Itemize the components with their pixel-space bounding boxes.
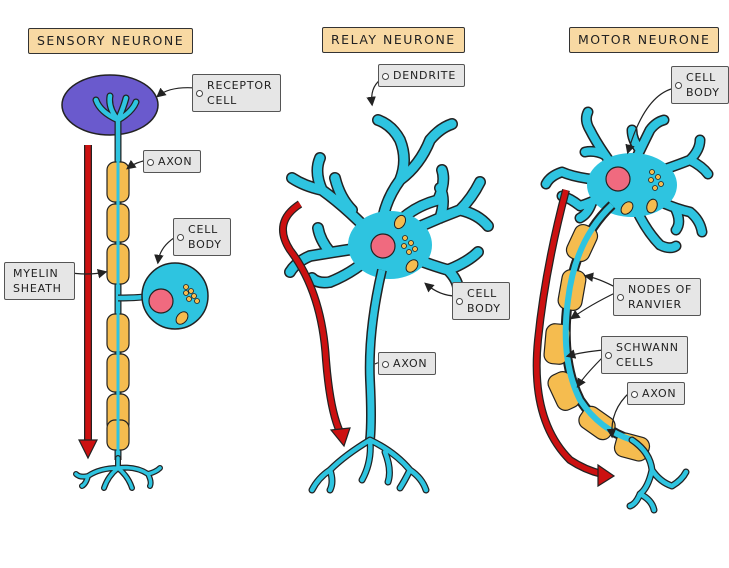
label-pin-icon xyxy=(382,72,389,80)
label-pin-icon xyxy=(147,158,154,166)
label-motor-axon: AXON xyxy=(627,382,686,405)
relay-nucleus xyxy=(370,233,396,259)
title-relay-neurone: RELAY NEURONE xyxy=(322,27,465,53)
label-pin-icon xyxy=(196,90,203,97)
title-sensory-neurone: SENSORY NEURONE xyxy=(28,28,194,54)
label-pin-icon xyxy=(177,234,184,241)
label-pin-icon xyxy=(617,294,624,301)
label-pin-icon xyxy=(456,298,463,305)
title-motor-neurone: MOTOR NEURONE xyxy=(569,27,720,53)
label-sensory-axon: AXON xyxy=(143,150,202,173)
label-pin-icon xyxy=(675,82,682,89)
sensory-nucleus xyxy=(148,288,174,314)
label-relay-axon: AXON xyxy=(378,352,437,375)
label-dendrite: DENDRITE xyxy=(378,64,466,87)
relay-neurone xyxy=(278,79,494,494)
sensory-neurone xyxy=(61,74,209,491)
motor-nucleus xyxy=(605,166,631,192)
motor-neurone xyxy=(532,87,714,514)
label-pin-icon xyxy=(605,352,612,359)
label-pin-icon xyxy=(631,390,638,398)
label-pin-icon xyxy=(382,360,389,368)
